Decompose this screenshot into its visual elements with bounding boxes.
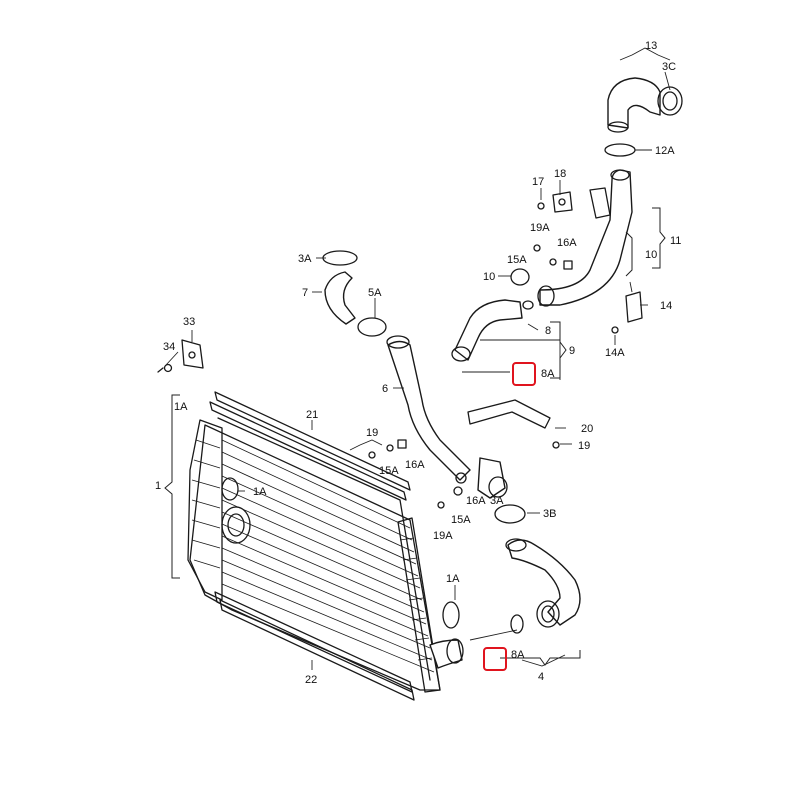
label-19-right[interactable]: 19 — [578, 440, 590, 452]
label-6[interactable]: 6 — [382, 383, 388, 395]
charge-air-hose-6[interactable] — [387, 340, 471, 481]
clamp-16a-small[interactable] — [455, 472, 467, 484]
o-ring-8a-low[interactable] — [510, 614, 524, 634]
nut-16a-mid[interactable] — [397, 439, 407, 449]
nut-16a-top[interactable] — [563, 260, 573, 270]
label-3a-top[interactable]: 3A — [298, 253, 312, 265]
label-11[interactable]: 11 — [670, 235, 681, 247]
highlight-8a-lower — [483, 647, 507, 671]
bolt-19-right[interactable] — [552, 441, 560, 449]
highlight-8a-upper — [512, 362, 536, 386]
hose-clamp-12a[interactable] — [604, 143, 636, 157]
label-8a-top[interactable]: 8A — [541, 368, 555, 380]
bolt-34[interactable] — [157, 363, 173, 373]
hose-clamp-3c[interactable] — [657, 86, 683, 116]
mounting-bracket-33[interactable] — [181, 339, 204, 369]
label-20[interactable]: 20 — [581, 423, 593, 435]
callout-labels: 13 3C 12A 17 18 19A 16A 15A 10 11 10 14 … — [155, 40, 681, 686]
label-8a-low[interactable]: 8A — [511, 649, 525, 661]
label-19a-top[interactable]: 19A — [530, 222, 550, 234]
label-18[interactable]: 18 — [554, 168, 566, 180]
group-brackets — [164, 207, 666, 666]
bolt-17[interactable] — [537, 202, 545, 210]
label-16a-top[interactable]: 16A — [557, 237, 577, 249]
hose-clamp-5a[interactable] — [357, 317, 387, 337]
label-7[interactable]: 7 — [302, 287, 308, 299]
label-1[interactable]: 1 — [155, 480, 161, 492]
label-16a-mid[interactable]: 16A — [405, 459, 425, 471]
o-ring-1a-upper[interactable] — [221, 477, 239, 501]
label-19-mid[interactable]: 19 — [366, 427, 378, 439]
bolt-14a[interactable] — [611, 326, 619, 334]
pressure-sensor-18[interactable] — [552, 191, 573, 213]
label-1a-left[interactable]: 1A — [174, 401, 188, 413]
charge-air-pipe-4[interactable] — [507, 539, 581, 626]
pressure-pipe-9[interactable] — [454, 299, 523, 361]
bolt-19a-top[interactable] — [533, 244, 541, 252]
o-ring-1a-lower[interactable] — [442, 601, 460, 629]
label-12a[interactable]: 12A — [655, 145, 675, 157]
label-3c[interactable]: 3C — [662, 61, 676, 73]
upper-air-guide-21[interactable] — [209, 391, 411, 501]
label-15a-mid[interactable]: 15A — [379, 465, 399, 477]
label-15a-top[interactable]: 15A — [507, 254, 527, 266]
bolt-15a-mid[interactable] — [386, 444, 394, 452]
label-17[interactable]: 17 — [532, 176, 544, 188]
label-21[interactable]: 21 — [306, 409, 318, 421]
o-ring-8[interactable] — [522, 300, 534, 310]
label-15a-low[interactable]: 15A — [451, 514, 471, 526]
label-9[interactable]: 9 — [569, 345, 575, 357]
connector-16a-low[interactable] — [477, 457, 506, 499]
lower-air-guide-22[interactable] — [214, 591, 415, 701]
label-14[interactable]: 14 — [660, 300, 672, 312]
leader-lines — [165, 47, 671, 670]
o-ring-10[interactable] — [510, 268, 530, 286]
label-4[interactable]: 4 — [538, 671, 544, 683]
hose-clamp-3a-top[interactable] — [322, 250, 358, 266]
pipe-bracket[interactable] — [589, 187, 611, 219]
bolt-19a-low[interactable] — [437, 501, 445, 509]
label-14a[interactable]: 14A — [605, 347, 625, 359]
charge-air-pipe-11[interactable] — [539, 169, 633, 306]
label-10-ring[interactable]: 10 — [483, 271, 495, 283]
bolt-15a-low[interactable] — [453, 486, 463, 496]
bracket-20[interactable] — [467, 399, 551, 429]
label-3a-low[interactable]: 3A — [490, 495, 504, 507]
label-16a-low[interactable]: 16A — [466, 495, 486, 507]
label-10-brace[interactable]: 10 — [645, 249, 657, 261]
bolt-19-mid[interactable] — [368, 451, 376, 459]
label-33[interactable]: 33 — [183, 316, 195, 328]
holder-14[interactable] — [625, 291, 643, 323]
bolt-15a-top[interactable] — [549, 258, 557, 266]
elbow-hose-13[interactable] — [607, 77, 661, 129]
label-22[interactable]: 22 — [305, 674, 317, 686]
label-13[interactable]: 13 — [645, 40, 657, 52]
label-1a-low[interactable]: 1A — [446, 573, 460, 585]
label-8[interactable]: 8 — [545, 325, 551, 337]
label-1a-mid[interactable]: 1A — [253, 486, 267, 498]
intercooler-radiator[interactable] — [187, 417, 464, 693]
hose-clamp-3b[interactable] — [494, 504, 526, 524]
label-34[interactable]: 34 — [163, 341, 175, 353]
label-19a-low[interactable]: 19A — [433, 530, 453, 542]
label-3b[interactable]: 3B — [543, 508, 556, 520]
hose-7[interactable] — [324, 271, 356, 325]
label-5a[interactable]: 5A — [368, 287, 382, 299]
